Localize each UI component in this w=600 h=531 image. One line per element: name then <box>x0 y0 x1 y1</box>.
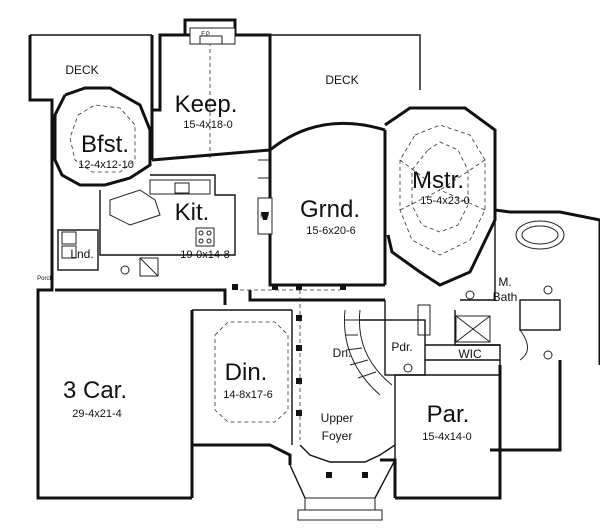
din-dims: 14-8x17-6 <box>223 389 273 401</box>
kit-dims: 19-0x14-8 <box>180 249 230 261</box>
mstr-dims: 15-4x23-0 <box>420 195 470 207</box>
deck-right-label: DECK <box>325 73 358 87</box>
lnd-label: Lnd. <box>70 247 93 261</box>
foyer-line1: Upper <box>321 411 354 425</box>
par-dims: 15-4x14-0 <box>422 431 472 443</box>
deck-left-label: DECK <box>65 63 98 77</box>
master-bedroom <box>399 124 486 256</box>
mstr-name: Mstr. <box>412 167 464 194</box>
porch-label: Porch <box>37 276 53 282</box>
parlor <box>394 374 500 460</box>
dn-label: Dn. <box>333 346 352 360</box>
garage-dims: 29-4x21-4 <box>72 408 122 420</box>
laundry <box>57 229 130 275</box>
kitchen <box>99 174 236 277</box>
garage-name: 3 Car. <box>63 377 127 404</box>
mbath-line2: Bath <box>493 290 518 304</box>
foyer-line2: Foyer <box>322 429 353 443</box>
wic-label: WIC <box>458 347 482 361</box>
breakfast-bay <box>53 86 152 187</box>
grnd-name: Grnd. <box>300 196 360 223</box>
foyer-stair <box>289 300 396 521</box>
grnd-dims: 15-6x20-6 <box>306 225 356 237</box>
din-name: Din. <box>225 359 268 386</box>
pdr-label: Pdr. <box>391 340 412 354</box>
keep-name: Keep. <box>175 91 238 118</box>
great-room <box>257 121 387 287</box>
keep-room <box>151 27 271 162</box>
columns <box>232 284 368 478</box>
fp-label: F.P. <box>201 32 211 38</box>
fp-label-grnd: F.P. <box>260 214 270 220</box>
keep-dims: 15-4x18-0 <box>183 119 233 131</box>
bfst-name: Bfst. <box>81 131 129 158</box>
dining-room <box>192 309 293 445</box>
bfst-dims: 12-4x12-10 <box>78 159 134 171</box>
kit-name: Kit. <box>175 199 210 226</box>
mbath-line1: M. <box>498 275 511 289</box>
par-name: Par. <box>427 401 470 428</box>
